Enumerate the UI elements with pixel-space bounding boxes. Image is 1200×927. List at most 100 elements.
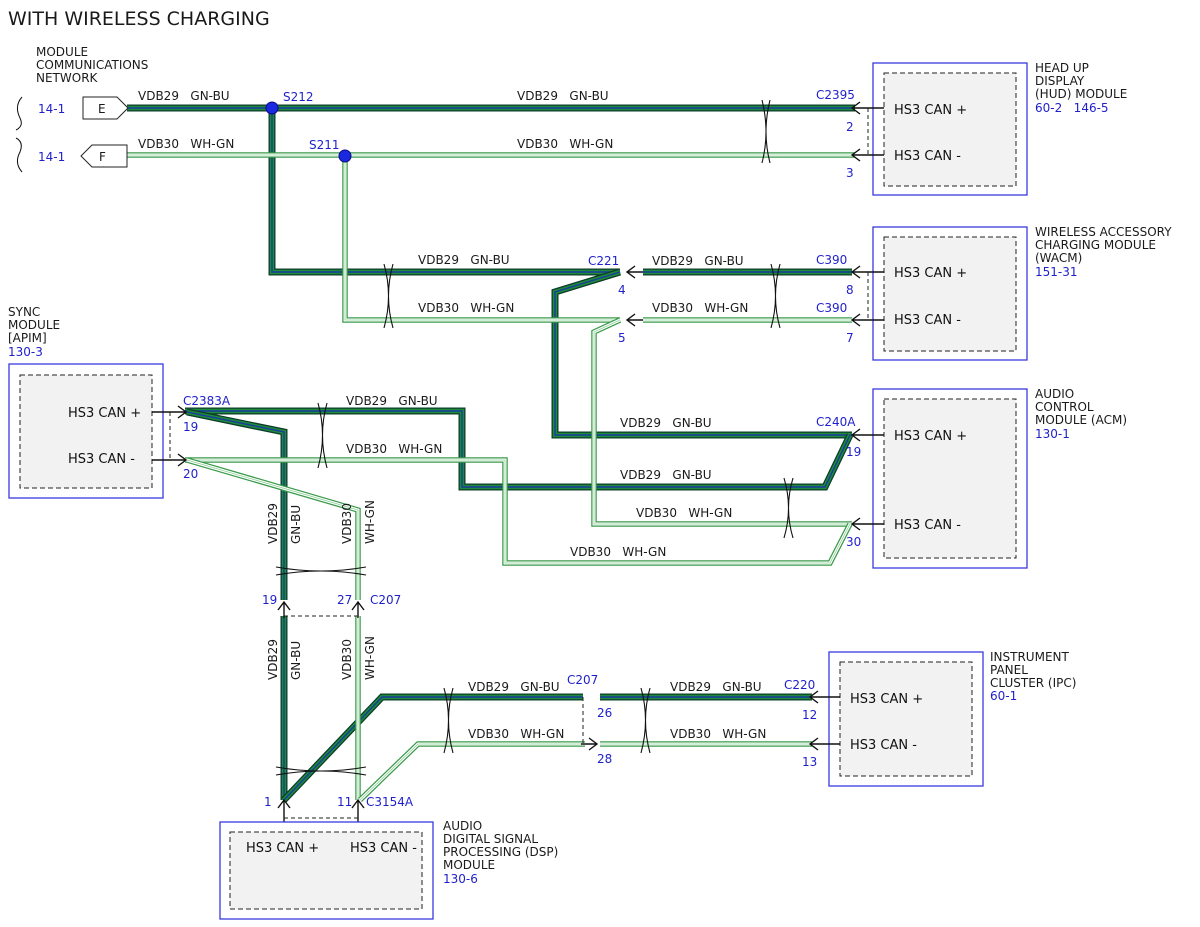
c207-upper-arrow-minus-icon xyxy=(351,600,365,618)
network-label-2: COMMUNICATIONS xyxy=(36,58,148,72)
c207-upper-arrow-plus-icon xyxy=(277,600,291,618)
dsp-pin-plus-label: HS3 CAN + xyxy=(246,841,319,856)
splice-s212-label: S212 xyxy=(283,90,314,104)
wire-label-vert-gnbu-circuit-lower: VDB29 xyxy=(266,639,280,680)
dsp-connector: C3154A xyxy=(366,795,414,809)
hud-pin-minus-label: HS3 CAN - xyxy=(894,149,961,164)
sync-ref: 130-3 xyxy=(8,345,43,359)
ipc-arrow-plus-icon xyxy=(808,690,840,704)
twist-mark-sync xyxy=(317,402,328,469)
c221-pin-plus: 4 xyxy=(618,283,626,297)
dsp-pin-plus: 1 xyxy=(264,795,272,809)
wire-label-vert-gnbu-circuit-upper: VDB29 xyxy=(266,503,280,544)
wire-whgn-acm-to-sync xyxy=(185,457,853,566)
sync-name-3: [APIM] xyxy=(8,331,47,345)
wire-label-whgn-wacm: VDB30 WH-GN xyxy=(652,301,748,315)
sync-pin-minus: 20 xyxy=(183,467,198,481)
acm-arrow-plus-icon xyxy=(850,428,884,442)
acm-name-3: MODULE (ACM) xyxy=(1035,413,1127,427)
wire-label-gnbu-acm-lower: VDB29 GN-BU xyxy=(620,468,712,482)
ipc-inner-box xyxy=(839,661,973,777)
sync-arrow-minus-icon xyxy=(152,453,188,467)
wire-gnbu-c221-to-acm xyxy=(551,268,852,439)
network-ref-f: 14-1 xyxy=(38,150,65,164)
twist-mark-c207-lower xyxy=(443,687,454,754)
ipc-connector: C220 xyxy=(784,678,815,692)
wires xyxy=(127,104,855,803)
sync-pin-plus-label: HS3 CAN + xyxy=(68,406,141,421)
module-hud: HS3 CAN + HS3 CAN - C2395 2 3 HEAD UP DI… xyxy=(816,61,1127,196)
acm-pin-plus: 19 xyxy=(846,445,861,459)
wire-label-whgn-network: VDB30 WH-GN xyxy=(138,137,234,151)
sync-pin-plus: 19 xyxy=(183,420,198,434)
wire-label-whgn-c221: VDB30 WH-GN xyxy=(418,301,514,315)
wacm-pin-minus-label: HS3 CAN - xyxy=(894,313,961,328)
module-wacm: HS3 CAN + HS3 CAN - C390 C390 8 7 WIRELE… xyxy=(816,225,1172,361)
wacm-name-1: WIRELESS ACCESSORY xyxy=(1035,225,1172,239)
dsp-name-2: DIGITAL SIGNAL xyxy=(443,832,538,846)
network-label-3: NETWORK xyxy=(36,71,99,85)
dsp-pin-minus: 11 xyxy=(337,795,352,809)
c221-arrow-plus-icon xyxy=(625,265,643,279)
wacm-inner-box xyxy=(883,236,1017,352)
dsp-ref: 130-6 xyxy=(443,872,478,886)
wire-label-gnbu-c221: VDB29 GN-BU xyxy=(418,253,510,267)
wacm-pin-minus: 7 xyxy=(846,331,854,345)
sync-connector: C2383A xyxy=(183,394,231,408)
wire-whgn-dsp-to-c207 xyxy=(358,741,585,802)
c207-upper-label: C207 xyxy=(370,593,401,607)
connector-e-label: E xyxy=(98,102,106,116)
wire-label-whgn-sync: VDB30 WH-GN xyxy=(346,442,442,456)
twist-mark-ipc xyxy=(640,687,651,754)
wire-label-vert-whgn-color-lower: WH-GN xyxy=(363,636,377,680)
network-label-1: MODULE xyxy=(36,45,88,59)
hud-inner-box xyxy=(883,72,1017,187)
wire-label-whgn-acm-lower: VDB30 WH-GN xyxy=(570,545,666,559)
twist-mark-s212-c221 xyxy=(383,263,394,329)
sync-inner-box xyxy=(19,374,153,489)
wire-label-whgn-dsp-c207: VDB30 WH-GN xyxy=(468,727,564,741)
sync-arrow-plus-icon xyxy=(152,405,188,419)
module-dsp: 1 11 C3154A HS3 CAN + HS3 CAN - AUDIO DI… xyxy=(219,795,558,920)
module-acm: HS3 CAN + HS3 CAN - C240A 19 30 AUDIO CO… xyxy=(816,387,1127,569)
wacm-ref: 151-31 xyxy=(1035,265,1078,279)
hud-name-3: (HUD) MODULE xyxy=(1035,87,1127,101)
wire-label-vert-gnbu-color-upper: GN-BU xyxy=(289,505,303,544)
ipc-pin-minus-label: HS3 CAN - xyxy=(850,738,917,753)
c207-upper-pin-minus: 27 xyxy=(337,593,352,607)
twist-mark-dsp xyxy=(275,766,367,776)
acm-pin-minus: 30 xyxy=(846,535,861,549)
hud-arrow-minus-icon xyxy=(850,148,884,162)
wacm-pin-plus-label: HS3 CAN + xyxy=(894,266,967,281)
ipc-pin-plus: 12 xyxy=(802,708,817,722)
wire-label-gnbu-network: VDB29 GN-BU xyxy=(138,89,230,103)
ipc-name-2: PANEL xyxy=(990,663,1028,677)
module-sync: SYNC MODULE [APIM] 130-3 HS3 CAN + HS3 C… xyxy=(8,305,231,499)
wire-gnbu-dsp-to-c207 xyxy=(281,693,583,803)
wire-label-gnbu-acm-upper: VDB29 GN-BU xyxy=(620,416,712,430)
acm-connector: C240A xyxy=(816,415,856,429)
acm-name-2: CONTROL xyxy=(1035,400,1094,414)
acm-name-1: AUDIO xyxy=(1035,387,1074,401)
inline-connector-c207-upper: 19 27 C207 xyxy=(262,593,401,618)
wacm-name-3: (WACM) xyxy=(1035,251,1082,265)
connector-f-shape xyxy=(80,144,128,168)
wire-whgn-sync-to-c207 xyxy=(186,457,361,600)
dsp-pin-minus-label: HS3 CAN - xyxy=(350,841,417,856)
acm-ref: 130-1 xyxy=(1035,427,1070,441)
dsp-name-3: PROCESSING (DSP) xyxy=(443,845,558,859)
c221-label: C221 xyxy=(588,254,619,268)
wire-label-gnbu-sync: VDB29 GN-BU xyxy=(346,394,438,408)
acm-inner-box xyxy=(883,398,1017,559)
wire-gnbu-s212-to-c221 xyxy=(268,108,620,276)
inline-connector-c207-lower: C207 26 28 xyxy=(567,673,612,766)
wire-gnbu-sync-to-c207 xyxy=(186,408,288,600)
ipc-arrow-minus-icon xyxy=(808,737,840,751)
twist-mark-acm xyxy=(783,477,794,539)
wire-label-gnbu-dsp-c207: VDB29 GN-BU xyxy=(468,680,560,694)
network-brace xyxy=(15,96,23,173)
wire-labels: VDB29 GN-BU VDB29 GN-BU VDB30 WH-GN VDB3… xyxy=(138,89,766,741)
wire-label-gnbu-ipc: VDB29 GN-BU xyxy=(670,680,762,694)
ipc-pin-minus: 13 xyxy=(802,755,817,769)
